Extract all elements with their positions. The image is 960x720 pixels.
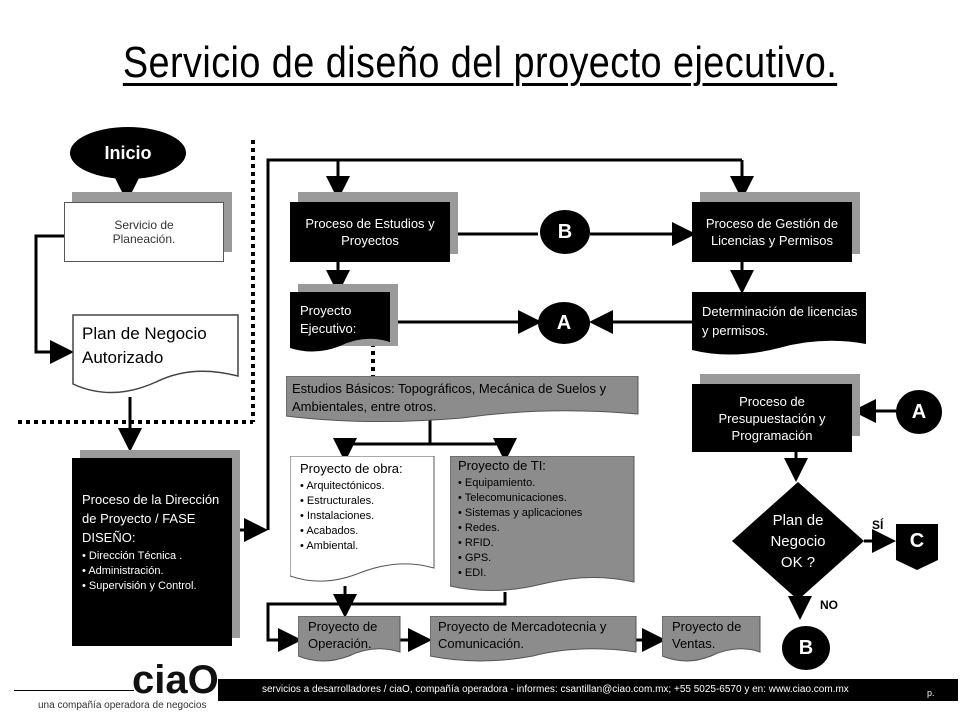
- ti-item: RFID.: [458, 536, 634, 551]
- plan-ok-label: Plan de Negocio OK ?: [770, 512, 826, 571]
- logo-rule: [14, 690, 134, 691]
- yes-label: SÍ: [872, 518, 884, 532]
- connector-b-top: B: [540, 210, 590, 254]
- obra-item: Arquitectónicos.: [300, 479, 432, 494]
- ti-item: EDI.: [458, 566, 634, 581]
- footer-bar: [218, 679, 958, 701]
- ti-item: Sistemas y aplicaciones: [458, 506, 634, 521]
- proyecto-ti-content: Proyecto de TI: Equipamiento. Telecomuni…: [458, 458, 634, 581]
- estudios-proyectos-box: Proceso de Estudios y Proyectos: [290, 202, 450, 262]
- proyecto-obra-title: Proyecto de obra:: [300, 461, 403, 476]
- footer-info: servicios a desarrolladores / ciaO, comp…: [262, 684, 849, 695]
- plan-negocio-label: Plan de Negocio Autorizado: [82, 322, 242, 370]
- logo-tagline: una compañía operadora de negocios: [38, 700, 207, 711]
- proyecto-obra-content: Proyecto de obra: Arquitectónicos. Estru…: [300, 460, 432, 554]
- connector-c: C: [909, 530, 925, 552]
- ti-item: Redes.: [458, 521, 634, 536]
- plan-negocio-line-1: Plan de Negocio: [82, 324, 207, 343]
- connector-a-right: A: [896, 390, 942, 434]
- direccion-box: Proceso de la Dirección de Proyecto / FA…: [72, 458, 232, 646]
- page-number: p.: [927, 688, 935, 698]
- mercadotecnia-shape: [430, 616, 637, 662]
- ciao-logo: ciaO.: [132, 658, 230, 702]
- obra-item: Instalaciones.: [300, 509, 432, 524]
- servicio-planeacion-box: Servicio de Planeación.: [64, 202, 224, 262]
- decision-diamond-shape: [732, 482, 864, 600]
- start-node: Inicio: [70, 127, 186, 179]
- obra-item: Acabados.: [300, 524, 432, 539]
- proyecto-ti-title: Proyecto de TI:: [458, 458, 546, 473]
- direccion-item: Dirección Técnica .: [82, 549, 226, 564]
- connector-b-bottom: B: [782, 626, 830, 670]
- operacion-label: Proyecto de Operación.: [308, 619, 378, 651]
- ti-item: Telecomunicaciones.: [458, 491, 634, 506]
- connector-c-shape: [896, 524, 938, 570]
- proyecto-ejecutivo-label: Proyecto Ejecutivo:: [300, 303, 357, 336]
- ti-item: GPS.: [458, 551, 634, 566]
- ventas-shape: [662, 616, 761, 662]
- mercadotecnia-label: Proyecto de Mercadotecnia y Comunicación…: [438, 619, 607, 651]
- page-title: Servicio de diseño del proyecto ejecutiv…: [122, 38, 838, 87]
- estudios-basicos-shape: [286, 376, 639, 423]
- plan-negocio-doc-shape: [72, 314, 239, 394]
- gestion-licencias-box: Proceso de Gestión de Licencias y Permis…: [692, 202, 852, 262]
- determinacion-label: Determinación de licencias y permisos.: [702, 304, 858, 338]
- ti-item: Equipamiento.: [458, 476, 634, 491]
- direccion-item: Supervisión y Control.: [82, 579, 226, 594]
- no-label: NO: [820, 598, 838, 612]
- operacion-shape: [298, 616, 401, 662]
- connector-a-mid: A: [538, 302, 590, 344]
- plan-negocio-line-2: Autorizado: [82, 348, 164, 367]
- direccion-title: Proceso de la Dirección de Proyecto / FA…: [82, 492, 220, 545]
- proyecto-ejecutivo-shape: [290, 292, 390, 352]
- obra-item: Ambiental.: [300, 539, 432, 554]
- presupuestacion-box: Proceso de Presupuestación y Programació…: [692, 384, 852, 452]
- obra-item: Estructurales.: [300, 494, 432, 509]
- direccion-item: Administración.: [82, 564, 226, 579]
- ventas-label: Proyecto de Ventas.: [672, 619, 742, 651]
- determinacion-shape: [692, 292, 866, 355]
- estudios-basicos-label: Estudios Básicos: Topográficos, Mecánica…: [292, 381, 607, 414]
